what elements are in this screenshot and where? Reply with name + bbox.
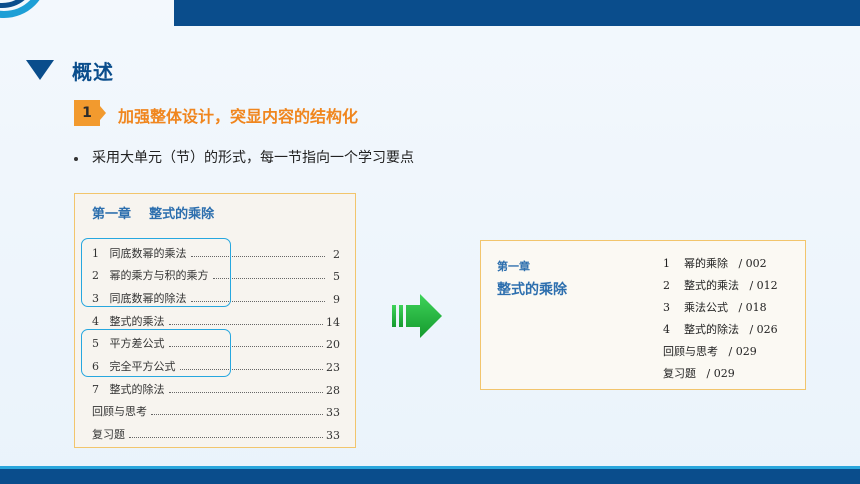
toc-row-label: 2 幂的乘方与积的乘方 [92,269,209,282]
highlight-group-2 [81,329,231,377]
toc-row-label: 回顾与思考 [92,405,147,418]
title-triangle-icon [26,60,54,80]
new-toc-title: 整式的乘除 [497,282,567,298]
toc-row-page: 33 [326,406,340,419]
toc-row: 3 同底数幂的除法 9 [92,288,340,306]
bottom-banner [0,466,860,484]
highlight-group-1 [81,238,231,307]
toc-row: 回顾与思考 33 [92,401,340,419]
toc-row-page: 2 [333,248,340,261]
bullet-text: 采用大单元（节）的形式，每一节指向一个学习要点 [92,150,414,166]
top-banner [174,0,860,26]
toc-row-label: 6 完全平方公式 [92,360,176,373]
new-toc-item: 4 整式的除法 / 026 [663,323,778,336]
toc-row-page: 28 [326,384,340,397]
toc-row-page: 23 [326,361,340,374]
toc-row: 6 完全平方公式 23 [92,356,340,374]
bullet-dot-icon [74,157,78,161]
new-toc-item: 回顾与思考 / 029 [663,345,757,358]
old-toc-image: 第一章 整式的乘除 1 同底数幂的乘法 2 2 幂的乘方与积的乘方 5 3 同底数幂… [74,193,356,448]
toc-row: 2 幂的乘方与积的乘方 5 [92,265,340,283]
toc-row-page: 33 [326,429,340,442]
new-toc-item: 3 乘法公式 / 018 [663,301,767,314]
section-title: 加强整体设计，突显内容的结构化 [118,107,359,126]
old-toc-title: 第一章 整式的乘除 [92,207,215,222]
new-toc-item: 1 幂的乘除 / 002 [663,257,767,270]
toc-row: 4 整式的乘法 14 [92,311,340,329]
toc-row-page: 9 [333,293,340,306]
toc-row: 1 同底数幂的乘法 2 [92,243,340,261]
toc-row-label: 5 平方差公式 [92,337,165,350]
corner-decoration [0,0,48,26]
toc-row-label: 7 整式的除法 [92,383,165,396]
new-toc-item: 2 整式的乘法 / 012 [663,279,778,292]
new-toc-chapter: 第一章 [497,260,530,273]
toc-row-page: 20 [326,338,340,351]
toc-row-label: 1 同底数幂的乘法 [92,247,187,260]
toc-row: 复习题 33 [92,424,340,442]
new-toc-item: 复习题 / 029 [663,367,735,380]
toc-row-label: 复习题 [92,428,125,441]
section-number-badge: 1 [74,100,106,126]
toc-row-page: 5 [333,270,340,283]
toc-row-page: 14 [326,316,340,329]
toc-row: 7 整式的除法 28 [92,379,340,397]
toc-row-label: 3 同底数幂的除法 [92,292,187,305]
new-toc-image: 第一章 整式的乘除 1 幂的乘除 / 002 2 整式的乘法 / 012 3 乘… [480,240,806,390]
toc-row-label: 4 整式的乘法 [92,315,165,328]
toc-row: 5 平方差公式 20 [92,333,340,351]
page-title: 概述 [72,60,114,84]
right-arrow-icon [392,294,442,338]
